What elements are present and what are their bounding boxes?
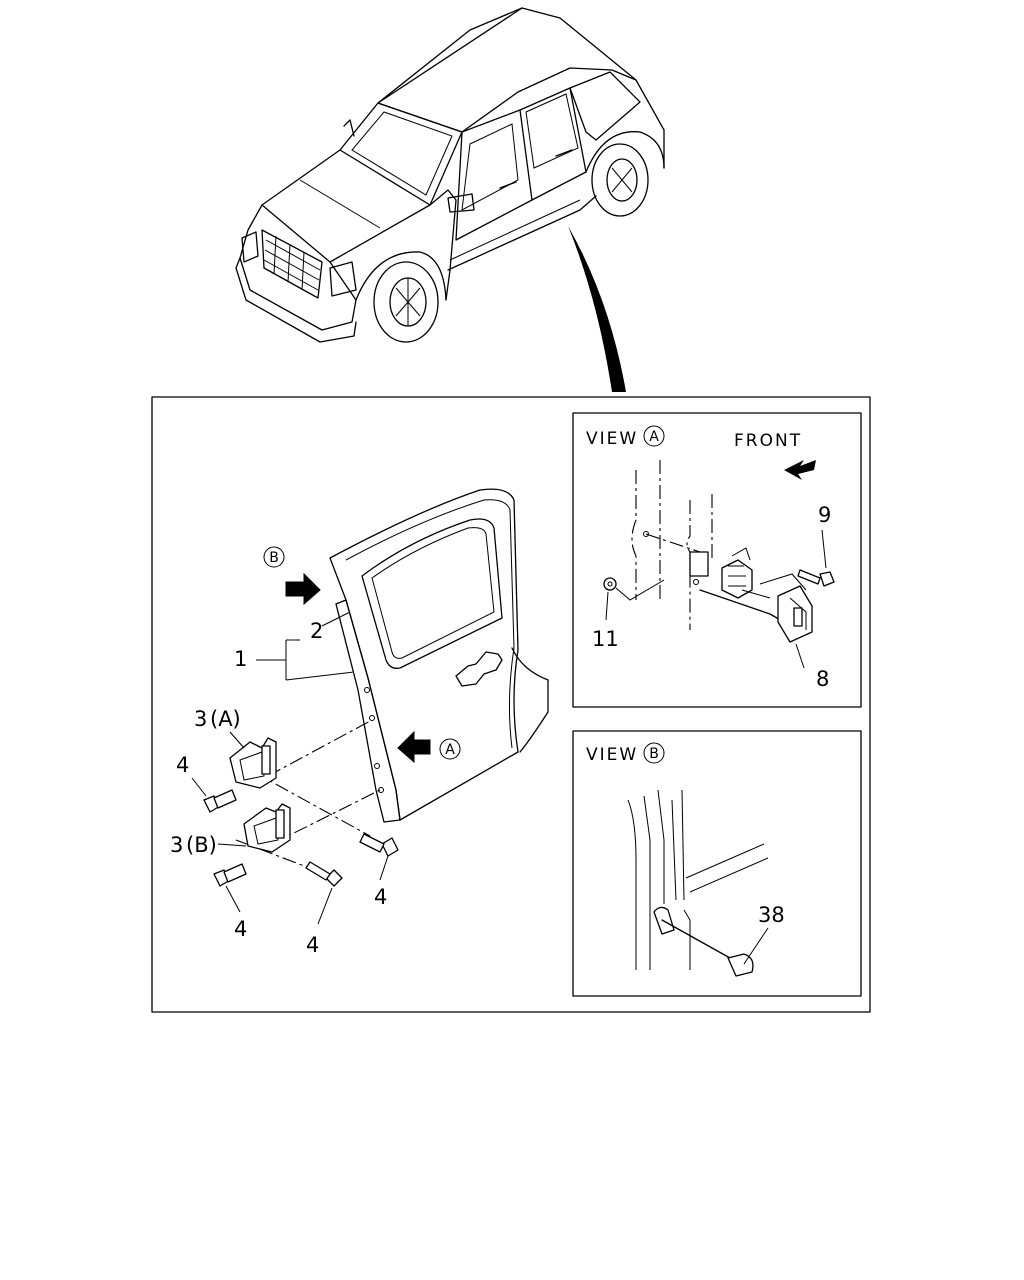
circle-b xyxy=(263,546,285,568)
callout-view-b: B xyxy=(269,550,279,566)
label-part-8: 8 xyxy=(816,667,829,691)
label-part-3b-suffix: (B) xyxy=(186,833,217,857)
view-b-inset: VIEW B 38 xyxy=(572,730,862,997)
arrow-view-b xyxy=(285,572,321,606)
circle-a xyxy=(439,738,461,760)
label-part-3b: 3 xyxy=(170,833,183,857)
bolt-1 xyxy=(203,789,237,813)
view-a-title: VIEW xyxy=(586,429,638,449)
rear-door xyxy=(329,488,549,823)
label-part-4-b: 4 xyxy=(234,917,247,941)
view-a-inset: VIEW A FRONT 9 xyxy=(572,412,862,708)
hinge-upper xyxy=(229,737,277,789)
label-part-2: 2 xyxy=(310,619,323,643)
front-arrow xyxy=(784,460,816,480)
callout-view-a: A xyxy=(445,742,455,758)
label-part-4-c: 4 xyxy=(306,933,319,957)
vehicle-overview xyxy=(235,7,665,343)
hinge-lower xyxy=(243,803,291,853)
view-a-letter: A xyxy=(649,429,659,445)
leader-arrow xyxy=(568,226,626,392)
view-b-letter: B xyxy=(649,746,659,762)
label-part-4-d: 4 xyxy=(374,885,387,909)
bolt-3 xyxy=(305,861,343,887)
bolt-2 xyxy=(213,863,247,887)
label-part-9: 9 xyxy=(818,503,831,527)
label-part-38: 38 xyxy=(758,903,785,927)
label-part-4-a: 4 xyxy=(176,753,189,777)
label-part-1: 1 xyxy=(234,647,247,671)
label-part-3a-suffix: (A) xyxy=(210,707,241,731)
main-frame xyxy=(151,396,871,1013)
view-a-front-label: FRONT xyxy=(734,431,802,451)
view-b-title: VIEW xyxy=(586,745,638,765)
bolt-4 xyxy=(359,833,399,857)
label-part-11: 11 xyxy=(592,627,619,651)
arrow-view-a xyxy=(397,730,431,764)
label-part-3a: 3 xyxy=(194,707,207,731)
